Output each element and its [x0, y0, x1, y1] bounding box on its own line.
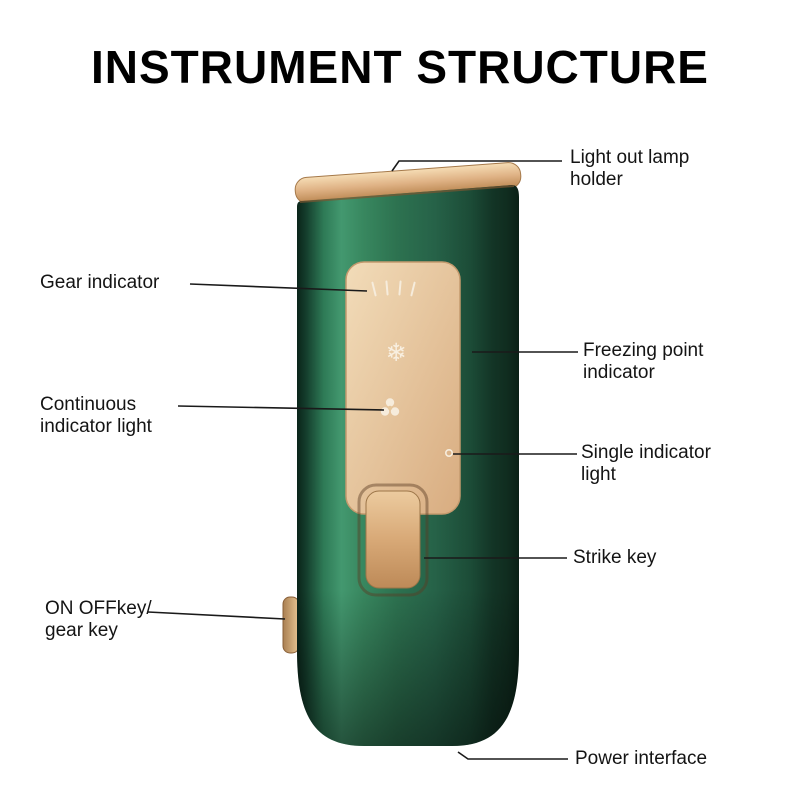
label-light-out-lamp-holder: Light out lamp holder	[570, 147, 690, 190]
on-off-gear-key-button	[282, 596, 300, 654]
page-title: INSTRUMENT STRUCTURE	[91, 41, 709, 93]
label-freezing-point-indicator: Freezing point indicator	[583, 340, 704, 383]
label-on-off-gear-key: ON OFFkey/ gear key	[45, 598, 152, 641]
label-gear-indicator: Gear indicator	[40, 272, 160, 293]
single-indicator-dot	[444, 448, 453, 457]
callout-line-gear-indicator	[189, 283, 368, 292]
callout-line-on-off-key	[147, 611, 286, 620]
callout-line-light-out-lamp-holder	[391, 160, 562, 172]
cap-seam-line	[299, 185, 515, 203]
callout-line-power-interface	[457, 751, 568, 760]
label-strike-key: Strike key	[573, 547, 657, 568]
strike-key-groove	[357, 483, 429, 597]
freezing-point-icon: ❄	[386, 338, 407, 367]
label-power-interface: Power interface	[575, 748, 708, 769]
label-single-indicator-light: Single indicator light	[581, 442, 711, 485]
callout-line-continuous-indicator	[177, 405, 385, 411]
gear-indicator-ticks	[371, 280, 416, 297]
label-continuous-indicator-light: Continuous indicator light	[40, 394, 152, 437]
control-panel	[345, 261, 461, 515]
strike-key-button	[365, 490, 421, 589]
